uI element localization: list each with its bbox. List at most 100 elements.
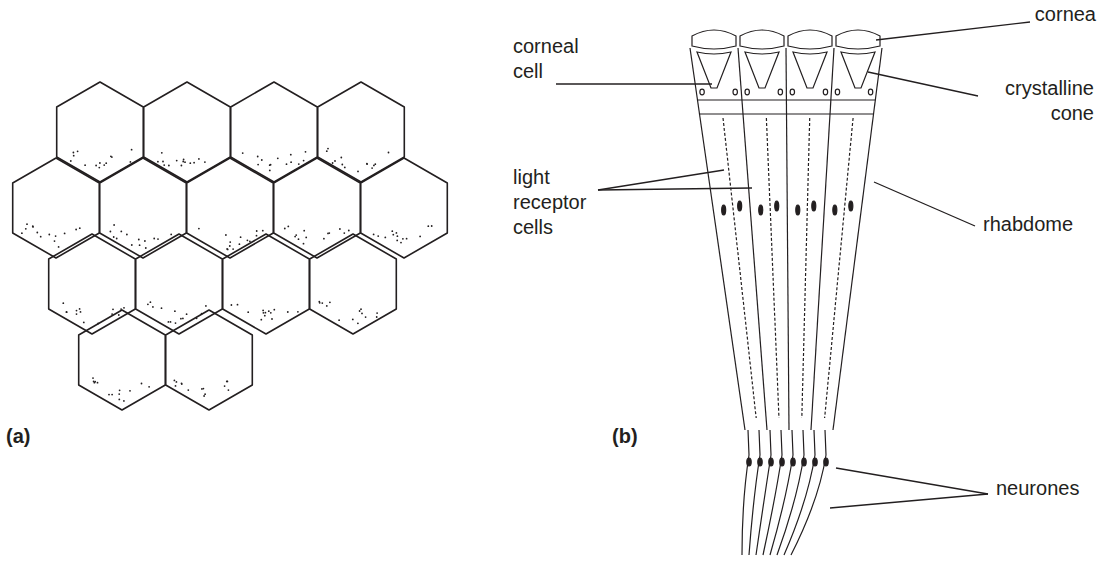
facet-stipple <box>339 228 341 230</box>
ommatidium-wall <box>811 48 834 430</box>
facet-stipple <box>396 232 398 234</box>
cornea-lens <box>740 30 784 49</box>
part-label: rhabdome <box>983 212 1073 237</box>
neurone-fibre <box>791 430 826 555</box>
facet-stipple <box>294 236 296 238</box>
facet-stipple <box>26 223 28 225</box>
facet-stipple <box>225 234 227 236</box>
neurone-fibre <box>742 430 749 555</box>
facet-hexagon <box>187 158 274 258</box>
facet-stipple <box>287 226 289 228</box>
facet-stipple <box>189 162 191 164</box>
facet-stipple <box>262 230 264 232</box>
facet-stipple <box>287 311 289 313</box>
facet-stipple <box>262 310 264 312</box>
facet-stipple <box>73 152 75 154</box>
cornea-lens <box>836 30 880 49</box>
facet-stipple <box>249 240 251 242</box>
facet-stipple <box>400 242 402 244</box>
facet-stipple <box>40 236 42 238</box>
facet-stipple <box>391 230 393 232</box>
facet-stipple <box>150 301 152 303</box>
facet-stipple <box>377 235 379 237</box>
leader-line <box>556 83 712 84</box>
facet-stipple <box>174 380 176 382</box>
receptor-nucleus <box>812 201 816 211</box>
neurone-fibre <box>770 430 793 555</box>
crystalline-cone <box>793 52 827 88</box>
facet-stipple <box>290 161 292 163</box>
facet-stipple <box>183 159 185 161</box>
facet-stipple <box>359 310 361 312</box>
facet-stipple <box>305 237 307 239</box>
neurone-body <box>791 458 795 466</box>
facet-hexagon <box>49 234 136 334</box>
facet-stipple <box>270 312 272 314</box>
facet-stipple <box>99 162 101 164</box>
facet-stipple <box>163 164 165 166</box>
neurone-body <box>769 458 773 466</box>
crystalline-cone <box>745 52 779 88</box>
facet-stipple <box>388 152 390 154</box>
leader-line <box>830 494 988 508</box>
facet-stipple <box>111 394 113 396</box>
receptor-nucleus <box>722 205 726 215</box>
facet-stipple <box>48 234 50 236</box>
facet-stipple <box>303 230 305 232</box>
leader-line <box>836 468 988 494</box>
neurone-body <box>780 458 784 466</box>
part-label: cornea <box>1035 2 1096 27</box>
facet-stipple <box>269 170 271 172</box>
facet-stipple <box>232 248 234 250</box>
facet-stipple <box>260 319 262 321</box>
part-label: crystalline cone <box>982 76 1094 126</box>
facet-stipple <box>265 312 267 314</box>
facet-stipple <box>105 162 107 164</box>
facet-stipple <box>98 167 100 169</box>
ommatidium-wall <box>738 48 767 430</box>
facet-hexagon <box>100 158 187 258</box>
nucleus <box>868 89 872 95</box>
facet-stipple <box>329 301 331 303</box>
facet-stipple <box>371 167 373 169</box>
facet-stipple <box>118 399 120 401</box>
facet-stipple <box>397 235 399 237</box>
facet-stipple <box>332 162 334 164</box>
facet-stipple <box>343 232 345 234</box>
facet-hexagon <box>57 82 144 182</box>
neurone-body <box>758 458 762 466</box>
facet-stipple <box>110 155 112 157</box>
facet-stipple <box>138 239 140 241</box>
facet-stipple <box>384 237 386 239</box>
facet-stipple <box>203 388 205 390</box>
facet-stipple <box>284 228 286 230</box>
facet-stipple <box>257 156 259 158</box>
facet-stipple <box>80 311 82 313</box>
drawing-stroke <box>697 99 875 100</box>
neurone-fibre <box>756 430 771 555</box>
facet-stipple <box>130 161 132 163</box>
facet-stipple <box>144 240 146 242</box>
facet-stipple <box>298 238 300 240</box>
facet-stipple <box>268 310 270 312</box>
facet-stipple <box>181 165 183 167</box>
facet-stipple <box>129 390 131 392</box>
facet-stipple <box>131 149 133 151</box>
facet-stipple <box>226 248 228 250</box>
facet-stipple <box>271 318 273 320</box>
facet-stipple <box>79 308 81 310</box>
facet-stipple <box>224 385 226 387</box>
facet-stipple <box>303 160 305 162</box>
facet-stipple <box>25 228 27 230</box>
facet-stipple <box>373 165 375 167</box>
facet-stipple <box>94 382 96 384</box>
receptor-nucleus <box>775 201 779 211</box>
facet-stipple <box>139 244 141 246</box>
facet-stipple <box>76 310 78 312</box>
leader-line <box>868 72 978 96</box>
facet-hexagon <box>318 82 405 182</box>
facet-stipple <box>227 249 229 251</box>
facet-hexagon <box>166 310 253 410</box>
facet-stipple <box>147 303 149 305</box>
facet-stipple <box>290 154 292 156</box>
